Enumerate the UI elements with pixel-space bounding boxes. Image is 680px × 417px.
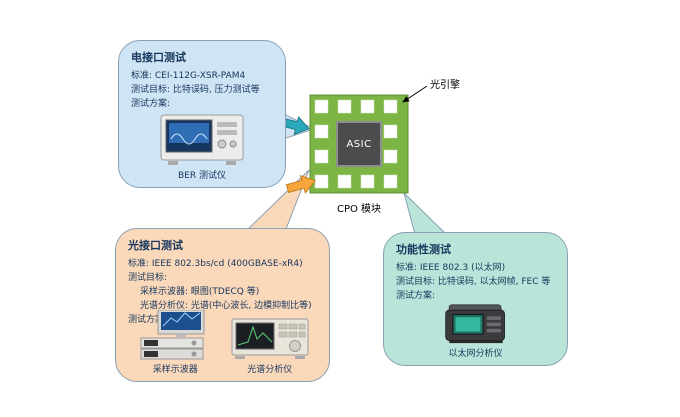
optical-spectrum-analyzer-image (231, 318, 309, 359)
optical-target-line: 测试目标: (128, 273, 168, 283)
cpo-module-label: CPO 模块 (336, 204, 382, 215)
functional-target-line: 测试目标: 比特误码, 以太网帧, FEC 等 (396, 277, 551, 287)
ber-tester-caption: BER 测试仪 (178, 171, 226, 181)
optical-plan-line: 测试方案: (128, 315, 168, 325)
sampling-oscilloscope-image (140, 310, 205, 360)
ethernet-analyzer-caption: 以太网分析仪 (448, 349, 503, 359)
optical-instruments-row: 采样示波器 光谱分析仪 (128, 310, 317, 375)
sampling-oscilloscope-figure: 采样示波器 (128, 310, 223, 375)
optical-arrow-icon (285, 174, 317, 194)
callout-optical-test: 光接口测试 标准: IEEE 802.3bs/cd (400GBASE-xR4)… (115, 228, 330, 382)
ethernet-analyzer-figure: 以太网分析仪 (396, 303, 555, 359)
optical-engine-ports (314, 99, 398, 189)
ber-tester-image (160, 114, 244, 165)
optical-target-osa-line: 光谱分析仪: 光谱(中心波长, 边模抑制比等) (140, 301, 312, 311)
functional-test-title: 功能性测试 (396, 243, 451, 256)
asic-chip-label: ASIC (346, 138, 372, 150)
electrical-plan-line: 测试方案: (131, 99, 171, 109)
ber-tester-figure: BER 测试仪 (131, 111, 273, 181)
functional-standard-line: 标准: IEEE 802.3 (以太网) (396, 263, 506, 273)
optical-target-scope-line: 采样示波器: 眼图(TDECQ 等) (140, 287, 260, 297)
optical-spectrum-analyzer-caption: 光谱分析仪 (247, 365, 293, 375)
cpo-module-graphic (309, 94, 409, 194)
electrical-standard-line: 标准: CEI-112G-XSR-PAM4 (131, 71, 246, 81)
optical-standard-line: 标准: IEEE 802.3bs/cd (400GBASE-xR4) (128, 259, 303, 269)
electrical-target-line: 测试目标: 比特误码, 压力测试等 (131, 85, 260, 95)
optical-spectrum-analyzer-figure: 光谱分析仪 (223, 318, 318, 375)
callout-functional-test: 功能性测试 标准: IEEE 802.3 (以太网) 测试目标: 比特误码, 以… (383, 232, 568, 366)
ethernet-analyzer-image (444, 304, 505, 344)
engine-pointer-arrow (402, 85, 428, 103)
callout-electrical-test: 电接口测试 标准: CEI-112G-XSR-PAM4 测试目标: 比特误码, … (118, 40, 286, 188)
functional-plan-line: 测试方案: (396, 291, 436, 301)
electrical-test-title: 电接口测试 (131, 51, 186, 64)
optical-engine-label: 光引擎 (430, 80, 460, 91)
asic-chip (336, 121, 382, 167)
optical-test-title: 光接口测试 (128, 239, 183, 252)
sampling-oscilloscope-caption: 采样示波器 (152, 365, 198, 375)
